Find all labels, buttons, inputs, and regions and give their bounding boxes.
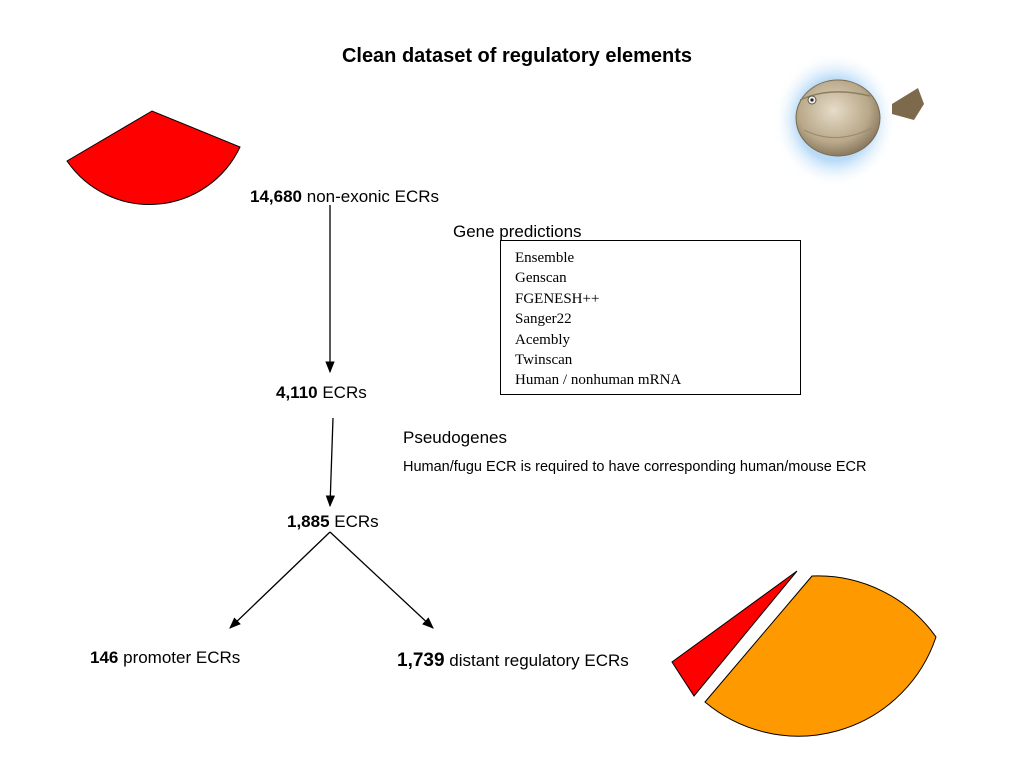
step3-count: 1,885 ECRs	[287, 512, 379, 532]
step2-number: 4,110	[276, 383, 318, 402]
distant-count: 1,739 distant regulatory ECRs	[397, 650, 629, 672]
pie-slice-orange-large	[704, 575, 937, 737]
gene-prediction-item: Genscan	[515, 270, 567, 287]
arrow-to-distant	[329, 531, 434, 629]
step3-number: 1,885	[287, 512, 330, 531]
promoter-number: 146	[90, 648, 119, 667]
gene-prediction-item: Twinscan	[515, 352, 573, 369]
step1-count: 14,680 non-exonic ECRs	[250, 187, 439, 207]
step2-label: ECRs	[322, 383, 367, 402]
arrow-to-promoter	[229, 531, 331, 629]
gene-predictions-box: Ensemble Genscan FGENESH++ Sanger22 Acem…	[500, 240, 801, 395]
gene-prediction-item: Sanger22	[515, 311, 572, 328]
gene-predictions-title: Gene predictions	[453, 222, 582, 241]
step3-label: ECRs	[334, 512, 379, 531]
gene-prediction-item: Acembly	[515, 331, 570, 348]
gene-prediction-item: Human / nonhuman mRNA	[515, 372, 682, 389]
distant-label: distant regulatory ECRs	[449, 651, 629, 670]
step1-label: non-exonic ECRs	[306, 187, 440, 206]
step1-number: 14,680	[250, 187, 302, 206]
distant-number: 1,739	[397, 650, 445, 671]
pseudogenes-title: Pseudogenes	[403, 428, 507, 447]
pie-slice-red-small	[671, 570, 798, 697]
pie-sector-red-left	[66, 110, 241, 205]
gene-prediction-item: FGENESH++	[515, 290, 600, 307]
step2-count: 4,110 ECRs	[276, 383, 367, 403]
promoter-label: promoter ECRs	[123, 648, 241, 667]
slide-title: Clean dataset of regulatory elements	[341, 45, 693, 67]
gene-prediction-item: Ensemble	[515, 250, 575, 266]
arrow-step2-to-step3	[325, 417, 336, 508]
pseudogenes-note: Human/fugu ECR is required to have corre…	[403, 459, 867, 475]
pufferfish-picture	[773, 52, 924, 188]
promoter-count: 146 promoter ECRs	[90, 648, 240, 668]
